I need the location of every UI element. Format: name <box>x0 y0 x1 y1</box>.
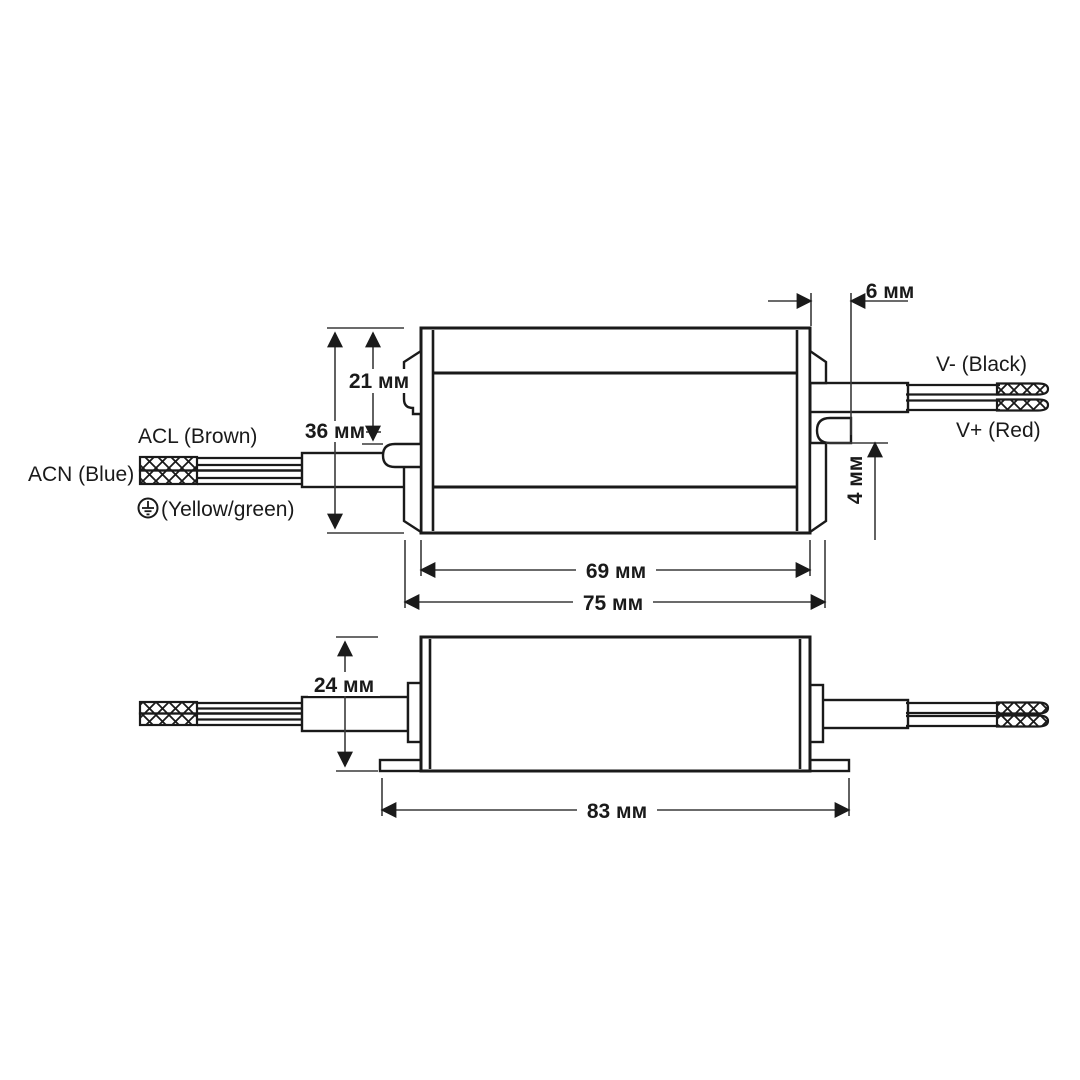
dimension-21mm: 21 мм <box>343 331 415 445</box>
left-hook-tab <box>381 442 423 469</box>
dimension-24mm: 24 мм <box>308 636 380 772</box>
output-wire-stripped-end-bottom <box>995 714 1050 728</box>
dim-body-length: 69 мм <box>586 560 646 583</box>
label-acl-brown: ACL (Brown) <box>138 425 257 448</box>
label-acn-blue: ACN (Blue) <box>28 463 134 486</box>
input-wire-stripped-end-bottom <box>138 700 199 715</box>
output-wires <box>906 382 1050 412</box>
dim-body-height: 36 мм <box>305 420 365 443</box>
dimension-69mm: 69 мм <box>419 540 812 583</box>
right-bracket-lower-wing <box>808 441 828 535</box>
right-hook-tab <box>815 416 853 445</box>
output-wire-stripped-end-bottom <box>995 701 1050 715</box>
dimension-83mm: 83 мм <box>380 778 851 823</box>
driver-body-side <box>419 326 812 535</box>
dim-profile-height: 24 мм <box>314 674 374 697</box>
dim-hook-thickness: 4 мм <box>844 456 867 505</box>
right-bracket-upper-wing <box>808 348 828 385</box>
left-bracket-lower-wing <box>402 464 423 535</box>
bottom-view: 24 мм 83 мм <box>138 635 1050 823</box>
input-wire-stripped-end-bottom <box>138 712 199 727</box>
input-cable-gland-bottom <box>300 695 410 733</box>
input-wires-bottom <box>138 700 303 727</box>
label-earth-yellow-green: (Yellow/green) <box>161 498 294 521</box>
dim-hook-offset: 6 мм <box>866 280 915 303</box>
output-cable-gland-bottom <box>820 698 910 730</box>
dimension-36mm: 36 мм <box>304 327 404 534</box>
dim-height-to-hook: 21 мм <box>349 370 409 393</box>
label-v-plus-red: V+ (Red) <box>956 419 1041 442</box>
output-wire-stripped-end <box>995 398 1050 412</box>
earth-ground-icon <box>137 497 159 519</box>
label-v-minus-black: V- (Black) <box>936 353 1027 376</box>
output-cable-gland <box>808 381 910 414</box>
input-wire-stripped-end <box>138 455 199 472</box>
dim-overall-length: 75 мм <box>583 592 643 615</box>
dimension-6mm: 6 мм <box>768 280 914 435</box>
driver-body-bottom <box>419 635 812 773</box>
dimension-4mm: 4 мм <box>826 441 888 540</box>
side-view: 36 мм 21 мм 6 мм 4 мм 69 мм <box>28 280 1050 615</box>
output-wire-stripped-end <box>995 382 1050 396</box>
output-wires-bottom <box>906 701 1050 728</box>
input-wire-stripped-end <box>138 469 199 486</box>
dimension-75mm: 75 мм <box>403 540 827 615</box>
input-wires <box>138 455 303 486</box>
dim-flange-length: 83 мм <box>587 800 647 823</box>
